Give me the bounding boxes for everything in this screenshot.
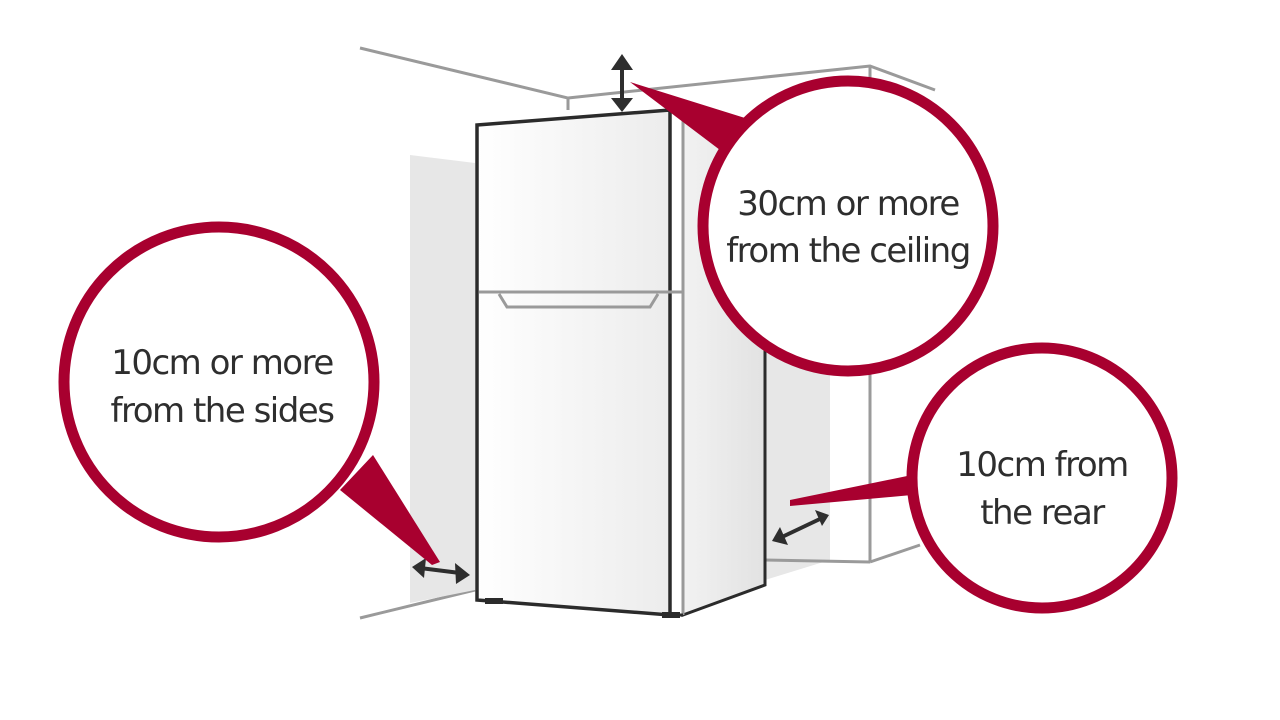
refrigerator (475, 108, 767, 618)
callout-sides-line1: 10cm or more (111, 343, 333, 383)
callout-sides: 10cm or more from the sides (58, 221, 440, 565)
callout-rear-line1: 10cm from (956, 445, 1128, 485)
callout-rear: 10cm from the rear (790, 342, 1178, 614)
side-double-arrow-icon (412, 558, 470, 584)
rear-wall-shade (765, 350, 830, 580)
vertical-double-arrow-icon (611, 54, 633, 112)
callout-ceiling: 30cm or more from the ceiling (630, 75, 999, 377)
callout-sides-line2: from the sides (111, 391, 335, 431)
callout-ceiling-line1: 30cm or more (737, 184, 959, 224)
callout-ceiling-line2: from the ceiling (726, 231, 970, 271)
rear-double-arrow-icon (772, 510, 829, 545)
left-wall-shade (410, 155, 475, 603)
door-handle (497, 293, 660, 309)
callout-rear-line2: the rear (980, 493, 1105, 533)
